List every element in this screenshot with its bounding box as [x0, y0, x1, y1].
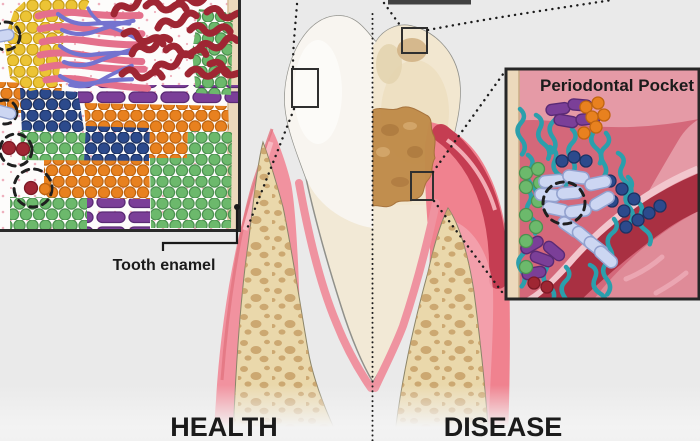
zoom-region-enamel — [291, 68, 319, 108]
resorbed-bone — [393, 207, 490, 441]
pathogen-dashed-circles — [0, 20, 54, 209]
inset1-border-bottom — [0, 229, 241, 232]
zoom-region-occlusal — [401, 27, 428, 54]
pathogen-dashed-circle — [527, 180, 587, 294]
inset2-border — [504, 67, 700, 301]
early-plaque-patch — [397, 38, 427, 62]
tooth-enamel-label: Tooth enamel — [112, 257, 216, 274]
root-surface-strip — [506, 69, 519, 299]
orange-cocci — [577, 96, 611, 140]
periodontal-pocket-title: Periodontal Pocket — [540, 76, 694, 95]
zoom-region-pocket — [410, 171, 434, 201]
biofilm-clusters — [0, 0, 238, 229]
bottom-fade — [0, 385, 700, 441]
disease-label: DISEASE — [443, 412, 563, 441]
healthy-bone — [232, 140, 341, 441]
inset-periodontal-pocket — [504, 67, 700, 301]
cropped-callout-bar — [388, 0, 471, 5]
health-label: HEALTH — [170, 412, 278, 441]
tooth-cross-section — [0, 15, 700, 441]
inset1-border-right — [238, 0, 241, 232]
zoom-annotations — [245, 0, 614, 441]
green-cocci — [518, 161, 548, 275]
tartar-deposit — [372, 106, 436, 208]
inset-tooth-enamel-biofilm — [0, 0, 241, 251]
periodontal-ligament — [295, 179, 440, 392]
occlusal-groove — [376, 44, 402, 84]
tooth-enamel-leader — [161, 204, 240, 251]
